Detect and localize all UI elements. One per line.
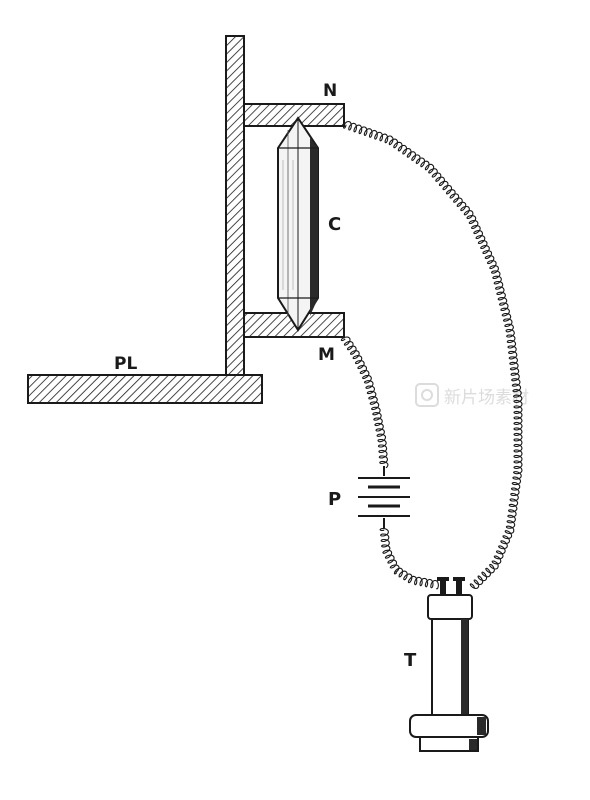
base-plate: [27, 374, 263, 404]
label-C: C: [328, 214, 341, 235]
wire-m-to-battery: [340, 336, 389, 469]
label-PL: PL: [114, 354, 137, 374]
telephone-receiver: [409, 577, 489, 752]
wire-n-to-telephone: [343, 120, 523, 589]
vertical-wall: [225, 35, 245, 377]
label-N: N: [323, 81, 337, 101]
coiled-wires: [340, 120, 523, 590]
battery: [358, 466, 410, 528]
label-T: T: [404, 650, 417, 671]
watermark-text: 新片场素材: [444, 388, 529, 408]
label-P: P: [328, 489, 341, 510]
crystal: [277, 116, 319, 332]
watermark: 新片场素材: [415, 383, 529, 408]
wire-battery-to-telephone: [379, 527, 439, 590]
label-M: M: [318, 345, 335, 365]
